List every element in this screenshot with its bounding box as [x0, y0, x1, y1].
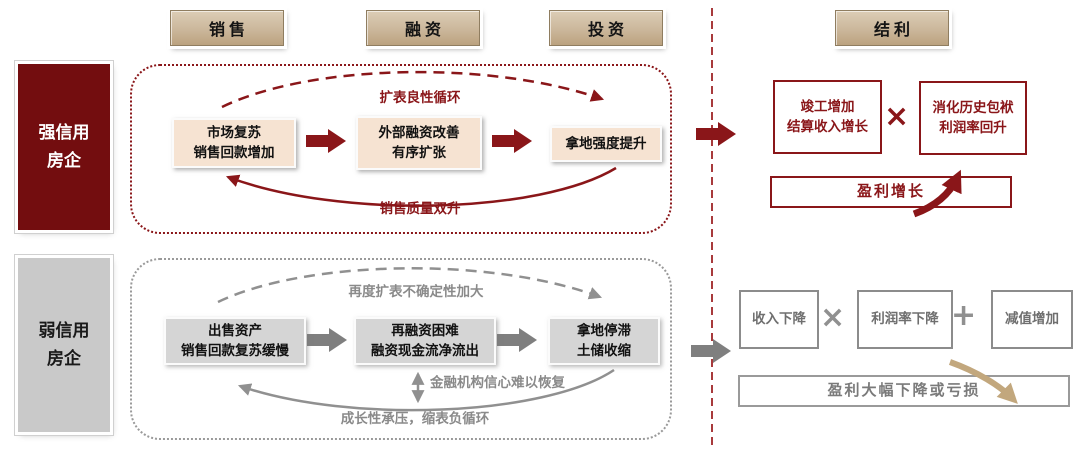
strong-loop-top-label: 扩表良性循环 — [379, 90, 461, 105]
column-header-sales: 销售 — [170, 10, 284, 46]
strong-credit-developer-label: 强信用 房企 — [18, 64, 110, 230]
strong-result-margin-box: 消化历史包袱 利润率回升 — [919, 81, 1027, 155]
strong-credit-label-line1: 强信用 — [38, 122, 90, 142]
strong-result2-line2: 利润率回升 — [939, 120, 1007, 135]
strong-result1-line1: 竣工增加 — [800, 98, 855, 114]
weak-box-land-stalled: 拿地停滞 土储收缩 — [548, 317, 660, 365]
strong-outcome-label: 盈利增长 — [856, 182, 925, 200]
weak-result1-label: 收入下降 — [752, 311, 806, 327]
strong-to-result-arrow-icon — [696, 122, 736, 146]
weak-box1-line2: 销售回款复苏缓慢 — [181, 343, 289, 358]
weak-outcome-label: 盈利大幅下降或亏损 — [827, 381, 981, 399]
strong-multiply-operator: × — [884, 99, 910, 134]
weak-outcome-profit-drop-box: 盈利大幅下降或亏损 — [738, 375, 1070, 407]
strong-result1-line2: 结算收入增长 — [787, 119, 868, 134]
weak-box-refinancing-difficulty: 再融资困难 融资现金流净流出 — [354, 317, 496, 365]
weak-loop-bottom-label: 成长性承压，缩表负循环 — [340, 411, 490, 426]
strong-box-market-recovery: 市场复苏 销售回款增加 — [172, 118, 296, 168]
weak-to-result-arrow-icon — [691, 339, 731, 363]
weak-credit-label-line2: 房企 — [47, 349, 81, 368]
weak-plus-operator: + — [951, 298, 977, 333]
weak-multiply-operator: × — [820, 300, 846, 335]
strong-box1-line1: 市场复苏 — [207, 125, 261, 141]
column-header-investment: 投资 — [549, 10, 663, 46]
weak-box1-line1: 出售资产 — [208, 323, 262, 339]
strong-credit-label-line2: 房企 — [47, 151, 81, 170]
weak-box2-line1: 再融资困难 — [391, 323, 459, 339]
strong-loop-bottom-label: 销售质量双升 — [379, 201, 461, 216]
weak-mid-note-label: 金融机构信心难以恢复 — [430, 375, 565, 390]
strong-result2-line1: 消化历史包袱 — [932, 99, 1014, 115]
strong-result-completion-box: 竣工增加 结算收入增长 — [773, 80, 882, 154]
weak-result-revenue-decline-box: 收入下降 — [739, 290, 819, 349]
strong-box2-line2: 有序扩张 — [392, 145, 446, 160]
weak-credit-label-line1: 弱信用 — [38, 320, 90, 340]
weak-result3-label: 减值增加 — [1005, 311, 1059, 327]
weak-box3-line1: 拿地停滞 — [577, 323, 631, 339]
weak-result-margin-decline-box: 利润率下降 — [857, 290, 953, 349]
strong-credit-loop-container — [130, 64, 672, 234]
weak-box3-line2: 土储收缩 — [577, 343, 631, 358]
strong-box1-line2: 销售回款增加 — [193, 145, 275, 160]
strong-box-financing-improves: 外部融资改善 有序扩张 — [356, 116, 482, 170]
weak-result-impairment-box: 减值增加 — [991, 290, 1073, 349]
strong-box3-line1: 拿地强度提升 — [565, 136, 647, 152]
weak-credit-developer-label: 弱信用 房企 — [18, 258, 110, 432]
weak-credit-loop-container — [130, 258, 672, 440]
weak-box-asset-sales: 出售资产 销售回款复苏缓慢 — [164, 317, 306, 365]
strong-box-land-acquisition-up: 拿地强度提升 — [550, 126, 662, 162]
strong-outcome-profit-growth-box: 盈利增长 — [770, 176, 1012, 208]
weak-box2-line2: 融资现金流净流出 — [371, 343, 479, 358]
weak-loop-top-label: 再度扩表不确定性加大 — [348, 284, 484, 299]
weak-result2-label: 利润率下降 — [871, 311, 939, 327]
strong-box2-line1: 外部融资改善 — [378, 125, 460, 141]
column-header-financing: 融资 — [366, 10, 480, 46]
column-header-settlement: 结利 — [835, 10, 949, 46]
